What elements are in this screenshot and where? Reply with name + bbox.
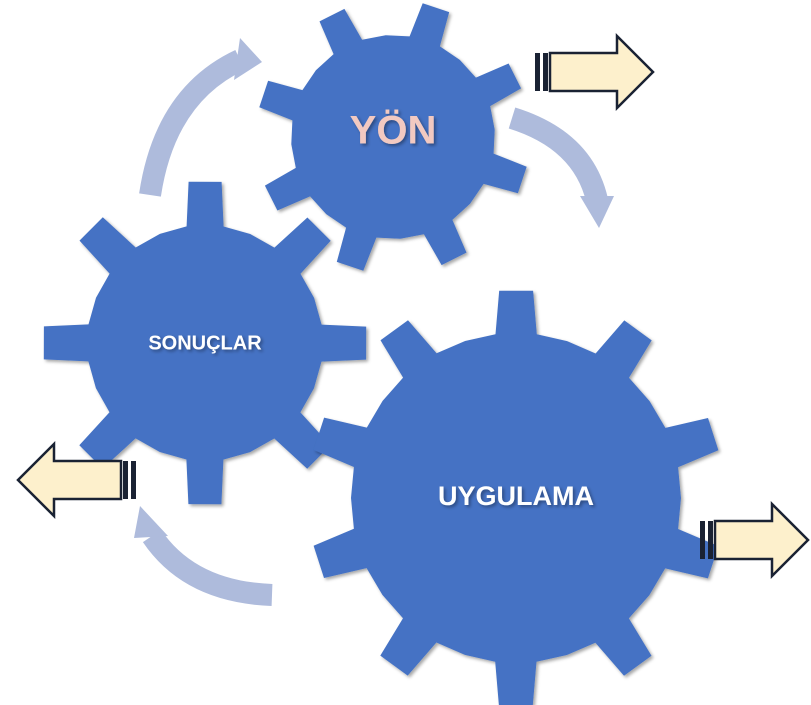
gear-uygulama: UYGULAMA (313, 290, 719, 705)
gear-yon: YÖN (259, 3, 527, 271)
gears: YÖN SONUÇLAR UYGULAMA (43, 3, 719, 705)
gear-sonuclar-label: SONUÇLAR (148, 332, 262, 354)
cycle-arrow-yon-to-uygulama (508, 107, 614, 228)
gear-uygulama-label: UYGULAMA (438, 481, 594, 511)
cycle-arrow-sonuclar-to-yon (139, 38, 262, 197)
cycle-arrow-uygulama-to-sonuclar (134, 506, 273, 606)
gear-yon-label: YÖN (350, 108, 437, 153)
block-arrow-right-bottom (700, 500, 810, 580)
block-arrows (16, 32, 810, 580)
cycle-arrows (134, 38, 614, 606)
block-arrow-left (16, 440, 136, 520)
gear-sonuclar: SONUÇLAR (43, 181, 367, 505)
block-arrow-right-top (535, 32, 655, 112)
